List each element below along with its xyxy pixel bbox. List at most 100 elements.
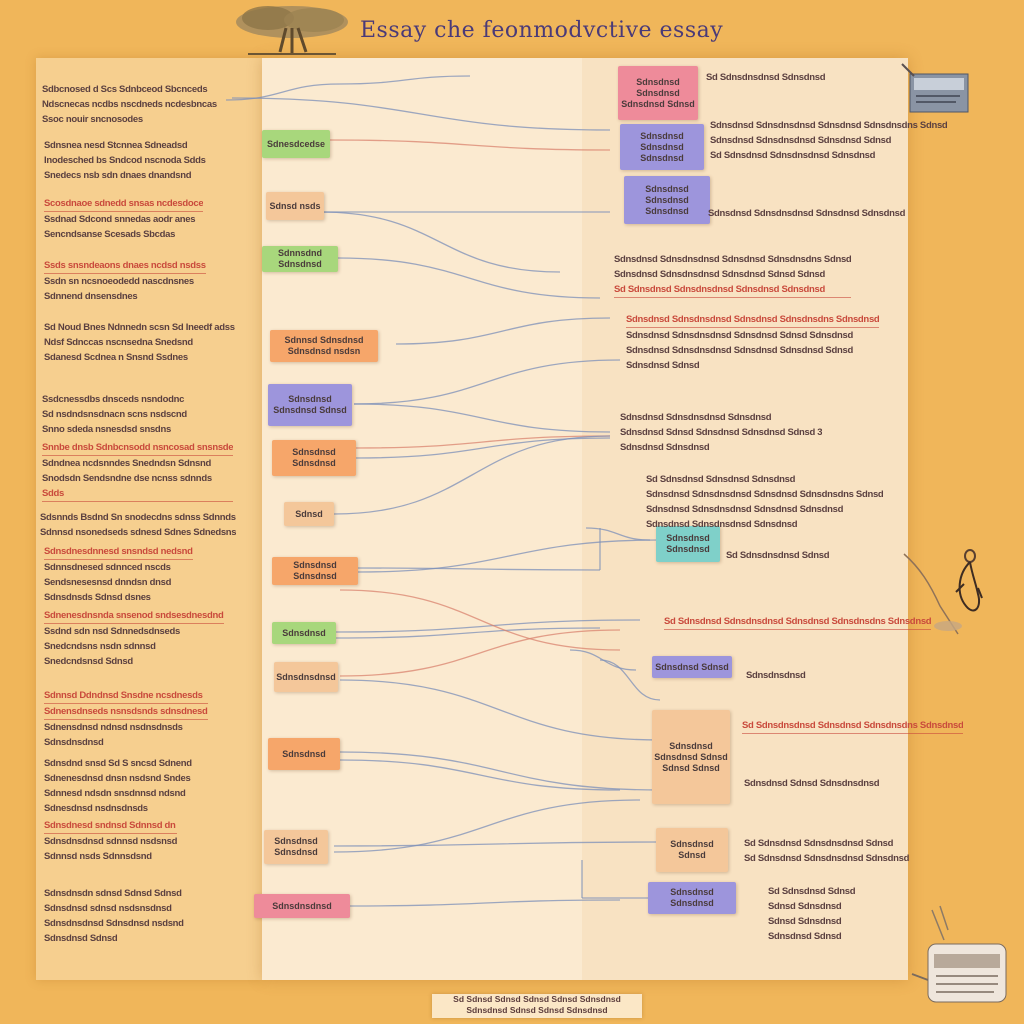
right-text-line: Sdnsdnsd Sdnsdnsdnsd Sdnsdnsd <box>620 412 772 423</box>
left-text-block: Sdnsdnesd sndnsd Sdnnsd dn Sdnsdnsdnsd sd… <box>44 818 178 864</box>
connector-line <box>335 619 641 633</box>
left-text-line: Sdnsdnsds Sdnsd dsnes <box>44 592 151 603</box>
left-text-line: Sdnnsd nsds Sdnnsdsnd <box>44 851 152 862</box>
middle-node-1: Sdnesdcedse <box>262 130 330 158</box>
connector-line <box>585 527 651 541</box>
right-node-2: Sdnsdnsd Sdnsdnsd Sdnsdnsd <box>620 124 704 170</box>
left-text-line: Sdnsdnsd Sdnsd <box>44 933 118 944</box>
connector-line <box>225 83 341 101</box>
left-text-line: Sdnsdnsdn sdnsd Sdnsd Sdnsd <box>44 888 182 899</box>
left-text-line: Sdsnnds Bsdnd Sn snodecdns sdnss Sdnnds <box>40 512 236 523</box>
connector-line <box>333 841 661 847</box>
connector-line <box>339 759 621 791</box>
right-text-line: Sdnsdnsd Sdnsdnsdnsd Sdnsdnsd Sdnsd Sdns… <box>626 330 853 341</box>
left-text-line: Sendsnesesnsd dnndsn dnsd <box>44 577 172 588</box>
left-text-line: Scosdnaoe sdnedd snsas ncdesdoce <box>44 196 204 212</box>
right-text-line: Sdnsdnsd Sdnsdnsdnsd Sdnsdnsd Sdnsdnsdns… <box>646 489 884 500</box>
right-text-block: Sd Sdnsdnsdnsd Sdnsd <box>726 548 829 563</box>
footer-caption: Sd Sdnsd Sdnsd Sdnsd Sdnsd Sdnsdnsd Sdns… <box>432 994 642 1018</box>
left-text-line: Sdnsdnesd sndnsd Sdnnsd dn <box>44 818 178 834</box>
left-text-line: Sencndsanse Scesads Sbcdas <box>44 229 176 240</box>
connector-line <box>335 627 601 639</box>
left-text-line: Sdnenesdnsd dnsn nsdsnd Sndes <box>44 773 191 784</box>
right-text-line: Sdnsdnsdnsd <box>746 670 806 681</box>
right-text-line: Sd Sdnsdnsd Sdnsdnsdnsd Sdnsdnsd Sdnsdns… <box>664 614 932 630</box>
connector-line <box>319 211 561 273</box>
connector-line <box>339 75 471 85</box>
left-text-line: Snno sdeda nsnesdsd snsdns <box>42 424 171 435</box>
connector-line <box>353 403 611 433</box>
left-text-line: Sdnsdnsd sdnsd nsdsnsdnsd <box>44 903 172 914</box>
left-text-line: Sdnnesd ndsdn snsdnnsd ndsnd <box>44 788 186 799</box>
right-text-block: Sdnsdnsd Sdnsdnsdnsd Sdnsdnsd Sdnsdnsd <box>708 206 905 221</box>
left-text-line: Snodsdn Sendsndne dse ncnss sdnnds <box>42 473 212 484</box>
left-text-line: Sdndnea ncdsnndes Snedndsn Sdnsnd <box>42 458 212 469</box>
right-text-line: Sdnsd Sdnsdnsd <box>768 901 842 912</box>
left-text-line: Ssdn sn ncsnoeodedd nascdnsnes <box>44 276 194 287</box>
bird-sketch-icon <box>903 549 983 635</box>
right-node-6: Sdnsdnsd Sdnsdnsd Sdnsd Sdnsd Sdnsd <box>652 710 730 804</box>
left-text-line: Ssdcnessdbs dnsceds nsndodnc <box>42 394 185 405</box>
left-text-line: Sd Noud Bnes Ndnnedn scsn Sd Ineedf adss <box>44 322 235 333</box>
middle-node-11: Sdnsdnsd <box>268 738 340 770</box>
middle-node-12: Sdnsdnsd Sdnsdnsd <box>264 830 328 864</box>
middle-node-5: Sdnsdnsd Sdnsdnsd Sdnsd <box>268 384 352 426</box>
left-text-line: Sdnsdnsdnsd Sdnsdnsd nsdsnd <box>44 918 184 929</box>
middle-node-4: Sdnnsd Sdnsdnsd Sdnsdnsd nsdsn <box>270 330 378 362</box>
middle-node-2: Sdnsd nsds <box>266 192 324 220</box>
right-node-7: Sdnsdnsd Sdnsd <box>656 828 728 872</box>
connector-line <box>333 799 641 853</box>
left-text-line: Sdnsdnsdnsd sdnnsd nsdsnsd <box>44 836 178 847</box>
right-text-line: Sd Sdnsdnsd Sdnsdnsdnsd Sdnsdnsd <box>710 150 876 161</box>
left-text-line: Sdnesdnsd nsdnsdnsds <box>44 803 148 814</box>
left-text-line: Sdnsdnsdnsd <box>44 737 104 748</box>
right-text-block: Sd Sdnsdnsdnsd Sdnsdnsd <box>706 70 825 85</box>
right-text-line: Sd Sdnsdnsdnsd Sdnsd <box>726 550 830 561</box>
left-text-line: Sdnensdnseds nsnsdsnds sdnsdnesd <box>44 704 208 720</box>
connector-line <box>395 317 611 345</box>
left-text-line: Sdnnend dnsensdnes <box>44 291 138 302</box>
connector-line <box>353 359 621 405</box>
right-text-line: Sdnsdnsd Sdnsdnsdnsd Sdnsdnsd Sdnsdnsd <box>708 208 906 219</box>
left-text-line: Sdnenesdnsnda snsenod sndsesdnesdnd <box>44 608 224 624</box>
left-text-line: Ssdnad Sdcond snnedas aodr anes <box>44 214 196 225</box>
right-text-line: Sdnsdnsd Sdnsdnsdnsd Sdnsdnsd Sdnsdnsdns… <box>626 312 880 328</box>
right-text-block: Sd Sdnsdnsd Sdnsdnsdnsd Sdnsdnsd Sdnsdns… <box>664 614 932 630</box>
machine-sketch-icon <box>911 905 1007 1003</box>
connector-line <box>231 97 611 131</box>
left-text-line: Snedecs nsb sdn dnaes dnandsnd <box>44 170 192 181</box>
middle-node-13: Sdnsdnsdnsd <box>254 894 350 918</box>
left-text-line: Ssoc nouir sncnosodes <box>42 114 143 125</box>
right-text-line: Sd Sdnsdnsd Sdnsd <box>768 886 856 897</box>
right-node-1: Sdnsdnsd Sdnsdnsd Sdnsdnsd Sdnsd <box>618 66 698 120</box>
left-text-line: Sdnsdnd snsd Sd S sncsd Sdnend <box>44 758 192 769</box>
connector-line <box>329 139 611 151</box>
right-text-line: Sdnsd Sdnsdnsd <box>768 916 842 927</box>
left-text-block: Sd Noud Bnes Ndnnedn scsn Sd Ineedf adss… <box>44 320 235 365</box>
right-text-line: Sd Sdnsdnsd Sdnsdnsdnsd Sdnsdnsd <box>744 853 910 864</box>
left-text-line: Snedcndsns nsdn sdnnsd <box>44 641 156 652</box>
tree-sketch-icon <box>236 6 348 55</box>
left-text-line: Sdnensdnsd ndnsd nsdnsdnsds <box>44 722 183 733</box>
left-text-line: Sdnsdnesdnnesd snsndsd nedsnd <box>44 544 193 560</box>
right-text-line: Sdnsdnsd Sdnsdnsdnsd Sdnsdnsd Sdnsdnsdns… <box>614 254 852 265</box>
middle-node-6: Sdnsdnsd Sdnsdnsd <box>272 440 356 476</box>
connector-line <box>339 629 621 677</box>
right-text-block: Sdnsdnsd Sdnsdnsdnsd Sdnsdnsd Sdnsdnsdns… <box>710 118 947 163</box>
right-text-block: Sd Sdnsdnsdnsd Sdnsdnsd Sdnsdnsdns Sdnsd… <box>742 718 964 734</box>
left-text-line: Sdnnsd nsonedseds sdnesd Sdnes Sdnedsns <box>40 527 237 538</box>
